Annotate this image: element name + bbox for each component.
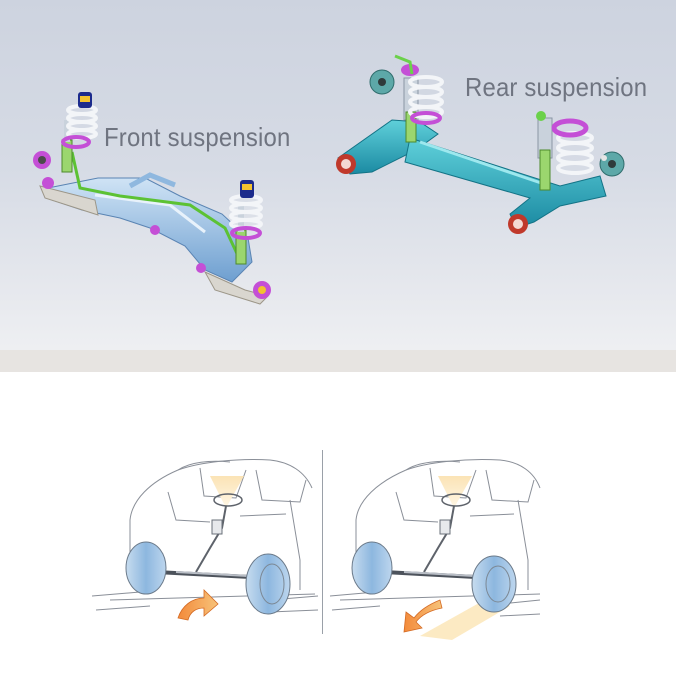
steering-diagram-left-turn — [329, 459, 541, 640]
panel-divider-strip — [0, 350, 676, 372]
suspension-illustrations — [33, 54, 625, 305]
rear-suspension-label: Rear suspension — [465, 72, 648, 102]
steering-diagram-right-turn — [91, 459, 319, 621]
diagram-divider — [322, 450, 323, 634]
curved-arrow-icon — [177, 589, 219, 621]
front-suspension-label: Front suspension — [104, 122, 291, 152]
rear-suspension-drawing — [336, 54, 625, 234]
curved-arrow-icon — [403, 599, 443, 633]
front-suspension-drawing — [33, 92, 271, 305]
